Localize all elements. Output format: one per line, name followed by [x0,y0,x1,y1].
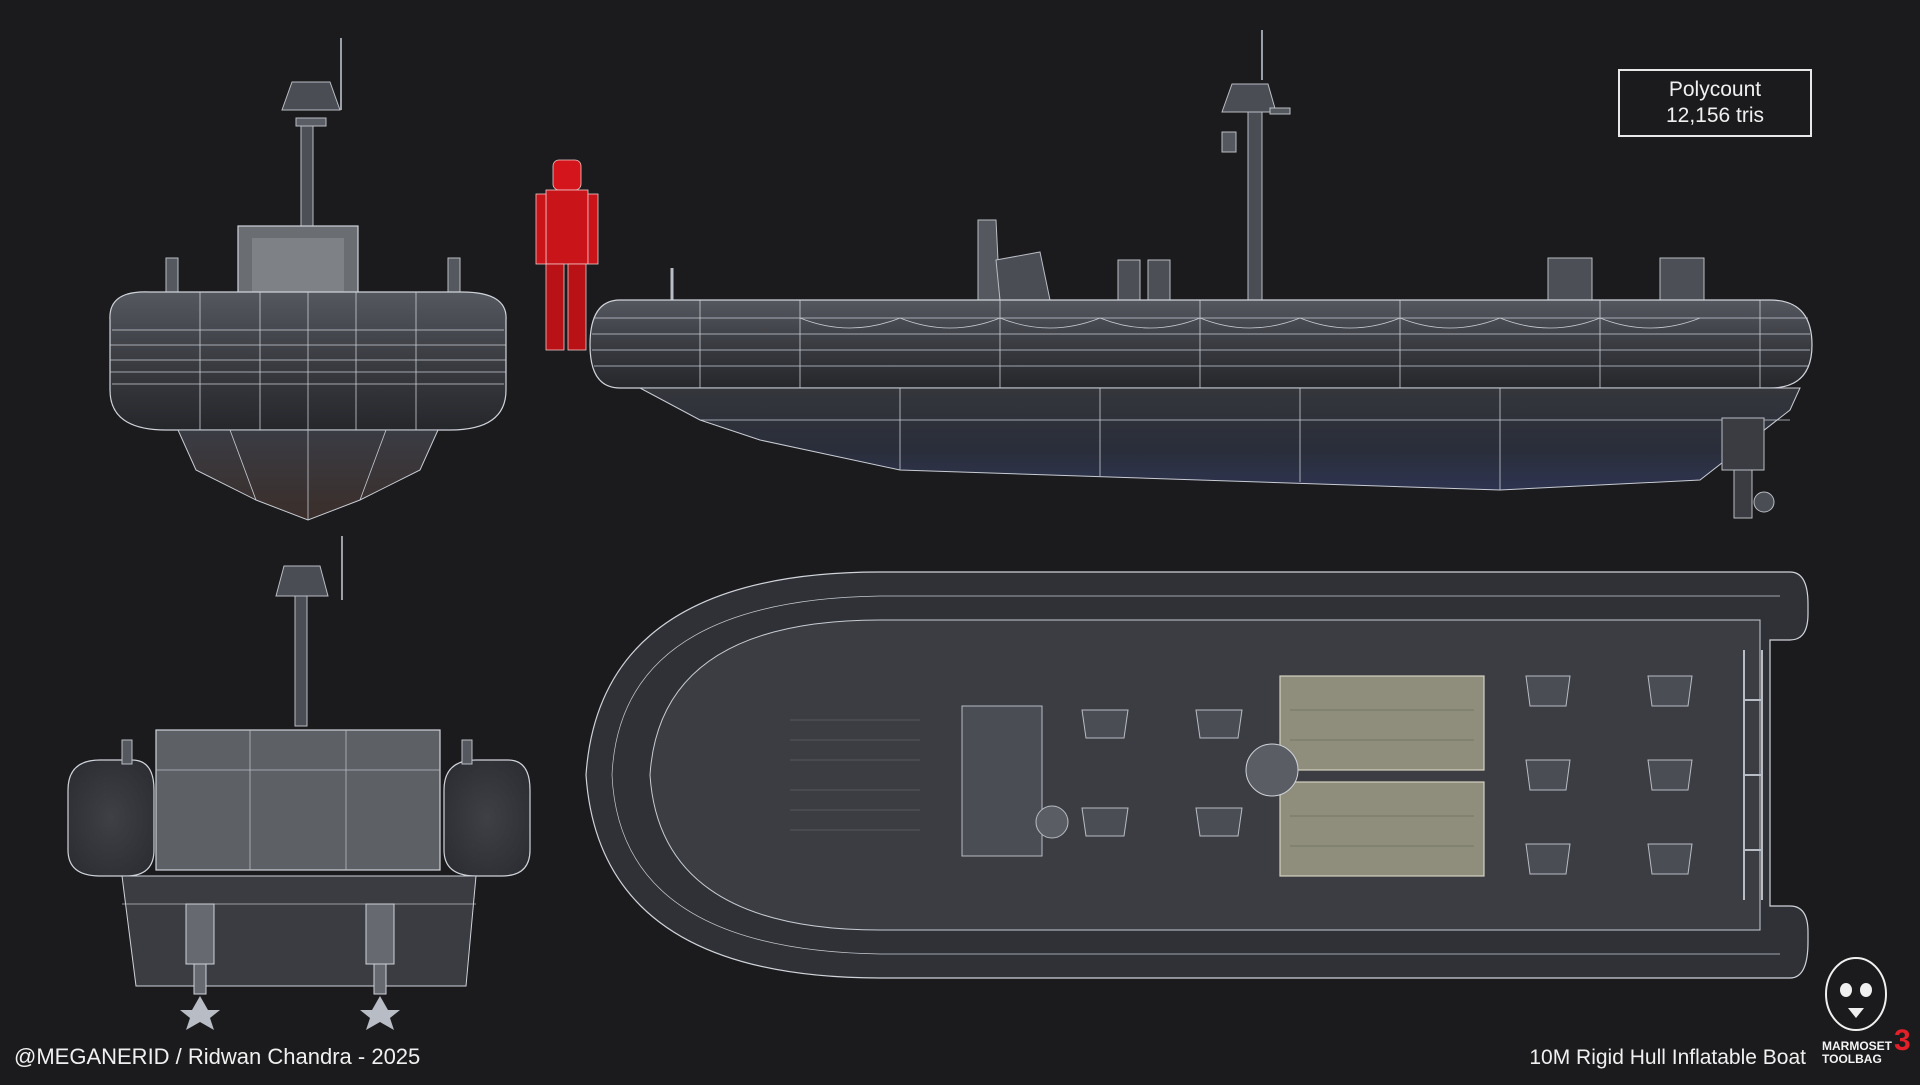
polycount-box: Polycount 12,156 tris [1618,69,1812,137]
front-view [109,38,507,521]
rear-view [67,536,531,1030]
author-credit: @MEGANERID / Ridwan Chandra - 2025 [14,1044,421,1069]
marmoset-logo-icon [1825,957,1887,1031]
logo-line2: TOOLBAG [1822,1052,1882,1066]
logo-version: 3 [1894,1024,1911,1057]
polycount-value: 12,156 tris [1665,104,1765,127]
scale-figure [535,159,599,351]
marmoset-logo-text: MARMOSET TOOLBAG 3 [1822,1026,1911,1066]
boat-title: 10M Rigid Hull Inflatable Boat [1529,1046,1806,1069]
side-view [589,30,1813,519]
logo-line1: MARMOSET [1822,1039,1892,1053]
top-view [585,571,1809,979]
polycount-label: Polycount [1668,78,1762,101]
